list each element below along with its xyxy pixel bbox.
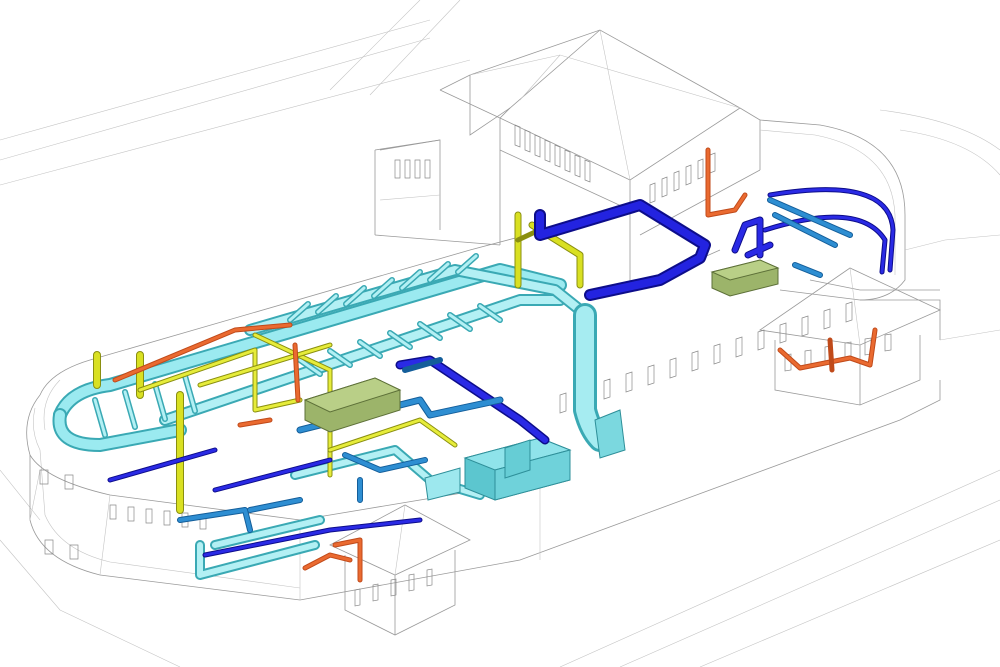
window <box>685 164 692 186</box>
window <box>64 474 74 490</box>
east-rotunda <box>759 119 1000 341</box>
window <box>673 170 680 192</box>
window <box>584 159 591 183</box>
supply-branch <box>288 302 310 322</box>
window <box>554 144 561 168</box>
window <box>414 159 421 179</box>
supply-branch <box>400 270 422 290</box>
south-pavilion <box>329 504 471 636</box>
window <box>884 333 892 352</box>
supply-branch <box>388 331 412 349</box>
window <box>544 139 551 163</box>
window <box>691 350 699 372</box>
window <box>394 159 401 179</box>
supply-branch <box>372 278 394 298</box>
window <box>735 336 743 358</box>
window <box>426 568 433 587</box>
window <box>390 578 397 597</box>
window <box>603 378 611 400</box>
supply-branch <box>123 390 137 429</box>
window <box>109 504 117 520</box>
supply-branch <box>153 382 167 421</box>
window <box>845 301 853 323</box>
supply-branch <box>418 322 442 340</box>
supply-branch <box>344 286 366 306</box>
window <box>145 508 153 524</box>
supply-branch <box>183 374 197 413</box>
window <box>404 159 411 179</box>
window <box>661 176 668 198</box>
supply-branch <box>328 349 352 367</box>
window <box>697 158 704 180</box>
supply-branch <box>93 398 107 437</box>
window <box>39 469 49 485</box>
window <box>372 583 379 602</box>
supply-branch <box>448 313 472 331</box>
window <box>669 357 677 379</box>
window <box>823 308 831 330</box>
hot-water-pipes <box>112 147 878 583</box>
east-pavilion <box>758 267 941 406</box>
window <box>713 343 721 365</box>
window <box>709 152 716 174</box>
supply-branch <box>358 340 382 358</box>
window <box>163 510 171 526</box>
window <box>784 353 792 372</box>
supply-branch <box>428 262 450 282</box>
air-handling-units <box>424 409 626 501</box>
supply-branch <box>316 294 338 314</box>
mep-systems <box>52 147 896 583</box>
window <box>354 588 361 607</box>
window <box>779 322 787 344</box>
window <box>424 159 431 179</box>
supply-branch <box>456 254 478 274</box>
west-wing <box>26 204 941 601</box>
window <box>524 129 531 153</box>
return-air-ducts <box>107 187 896 558</box>
window <box>514 124 521 148</box>
window <box>647 364 655 386</box>
window <box>559 392 567 414</box>
supply-branch <box>298 358 322 376</box>
equipment-units <box>303 259 780 433</box>
window <box>564 149 571 173</box>
window <box>574 154 581 178</box>
window <box>408 573 415 592</box>
window <box>44 539 54 555</box>
window <box>801 315 809 337</box>
window <box>649 182 656 204</box>
window <box>534 134 541 158</box>
window <box>127 506 135 522</box>
window <box>69 544 79 560</box>
window <box>757 329 765 351</box>
window <box>625 371 633 393</box>
supply-branch <box>478 304 502 322</box>
condensate-pipes <box>93 211 584 514</box>
